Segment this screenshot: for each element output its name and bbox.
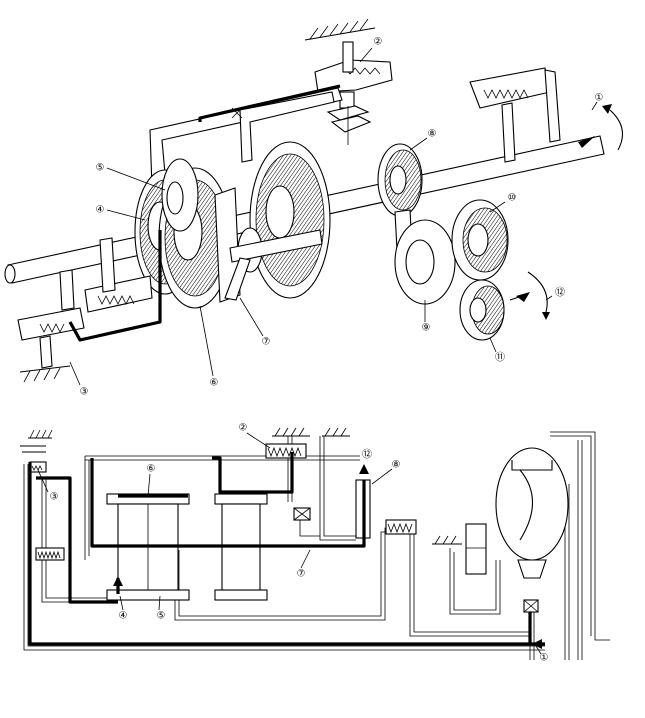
gear-10 [451,199,509,281]
label-5-bottom: ⑤ [157,611,166,622]
label-6-bottom: ⑥ [147,464,156,475]
brake-3 [17,230,162,383]
label-6-top: ⑥ [210,378,219,389]
label-11-top: ⑪ [495,352,505,364]
label-12-bottom: ⑫ [362,449,372,461]
output-arrow [509,271,550,320]
power-flow-path [28,452,545,646]
gear-11 [459,279,505,341]
label-1-bottom: ① [540,653,549,664]
schematic [20,427,610,660]
clutch-top-right [469,67,561,163]
gear-9 [394,219,456,305]
torque-converter [495,447,569,579]
ground-hatch-top [304,18,376,41]
number-labels: ① ② ③ ④ ⑤ ⑥ ⑦ ⑧ ⑨ ⑩ ⑪ ⑫ ② ③ ⑥ ⑫ ⑧ ⑦ ④ ⑤ … [50,37,604,664]
label-8-bottom: ⑧ [392,460,401,471]
label-1-top: ① [595,93,604,104]
label-12-top: ⑫ [555,287,565,299]
label-7-top: ⑦ [262,337,271,348]
schematic-clutches [29,443,539,613]
schematic-leaders [37,432,542,655]
label-9-top: ⑨ [422,323,431,334]
schematic-arrows [113,464,542,649]
leader-lines [69,47,598,386]
label-3-bottom: ③ [50,492,59,503]
cutaway-illustration [4,18,624,386]
label-4-top: ④ [96,205,105,216]
label-8-top: ⑧ [428,129,437,140]
label-2-top: ② [374,37,383,48]
label-3-top: ③ [80,387,89,398]
label-5-top: ⑤ [96,163,105,174]
ground-marks [20,427,462,545]
label-2-bottom: ② [239,423,248,434]
brake-2 [314,41,393,145]
label-7-bottom: ⑦ [297,569,306,580]
label-4-bottom: ④ [119,611,128,622]
label-10-top: ⑩ [508,193,517,204]
schematic-housing [23,431,610,660]
input-arrow [578,104,624,151]
sun-gear-5 [161,158,199,232]
carrier-7 [214,187,323,303]
planetary-drum [237,141,331,299]
